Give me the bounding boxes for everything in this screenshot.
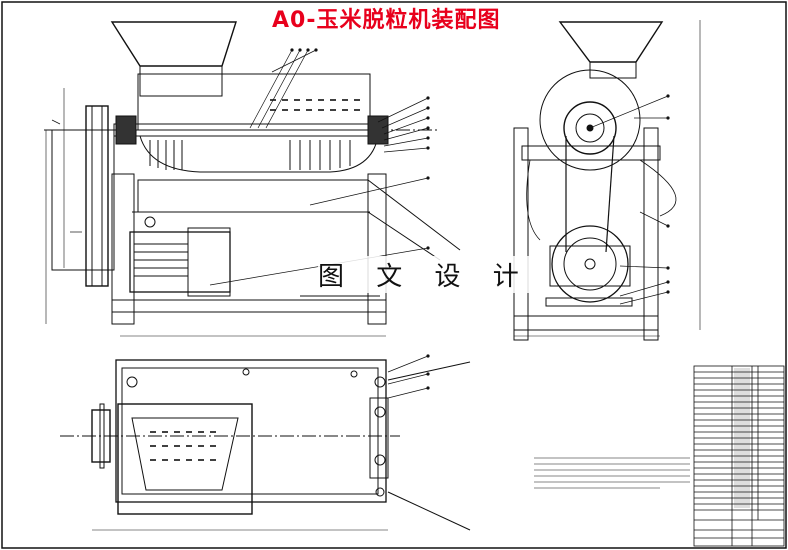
- front-motor-bolt: [144, 216, 156, 228]
- front-leg-right: [367, 173, 387, 325]
- front-pulley: [85, 105, 109, 287]
- front-bearing-right: [367, 115, 389, 145]
- watermark-text: 图 文 设 计: [318, 256, 531, 293]
- drawing-title: A0-玉米脱粒机装配图: [272, 8, 501, 33]
- side-hopper: [558, 21, 664, 63]
- title-block: [693, 365, 785, 547]
- front-discharge: [137, 179, 369, 213]
- front-leg-left: [111, 173, 135, 325]
- top-hopper-outer: [117, 403, 253, 515]
- top-bolts: [126, 368, 386, 497]
- front-screen-upper: [270, 99, 360, 111]
- front-bearing-left: [115, 115, 137, 145]
- side-view: [513, 20, 701, 341]
- front-hopper: [110, 21, 237, 67]
- side-leg-left: [513, 127, 529, 341]
- top-hopper-inner: [131, 417, 239, 491]
- front-housing: [137, 73, 371, 131]
- side-rotor-housing: [539, 69, 641, 171]
- top-frame-outer: [115, 359, 387, 503]
- side-motor-base: [545, 297, 633, 307]
- side-pulley-outer: [563, 101, 617, 155]
- side-belt-right: [605, 135, 615, 253]
- front-motor-fins: [134, 243, 188, 277]
- front-belt-guard: [51, 129, 115, 271]
- top-view: [60, 354, 471, 531]
- front-drum-lower: [139, 135, 379, 173]
- side-leg-right: [643, 127, 659, 341]
- top-bearing-block: [369, 397, 389, 479]
- tech-notes: [534, 457, 690, 489]
- side-motor-outer: [551, 225, 629, 303]
- top-hopper-perforations: [150, 431, 216, 461]
- front-motor: [129, 231, 231, 293]
- front-hopper-neck: [139, 65, 223, 97]
- front-drum-ribs: [149, 140, 351, 170]
- side-frame-top: [521, 145, 661, 161]
